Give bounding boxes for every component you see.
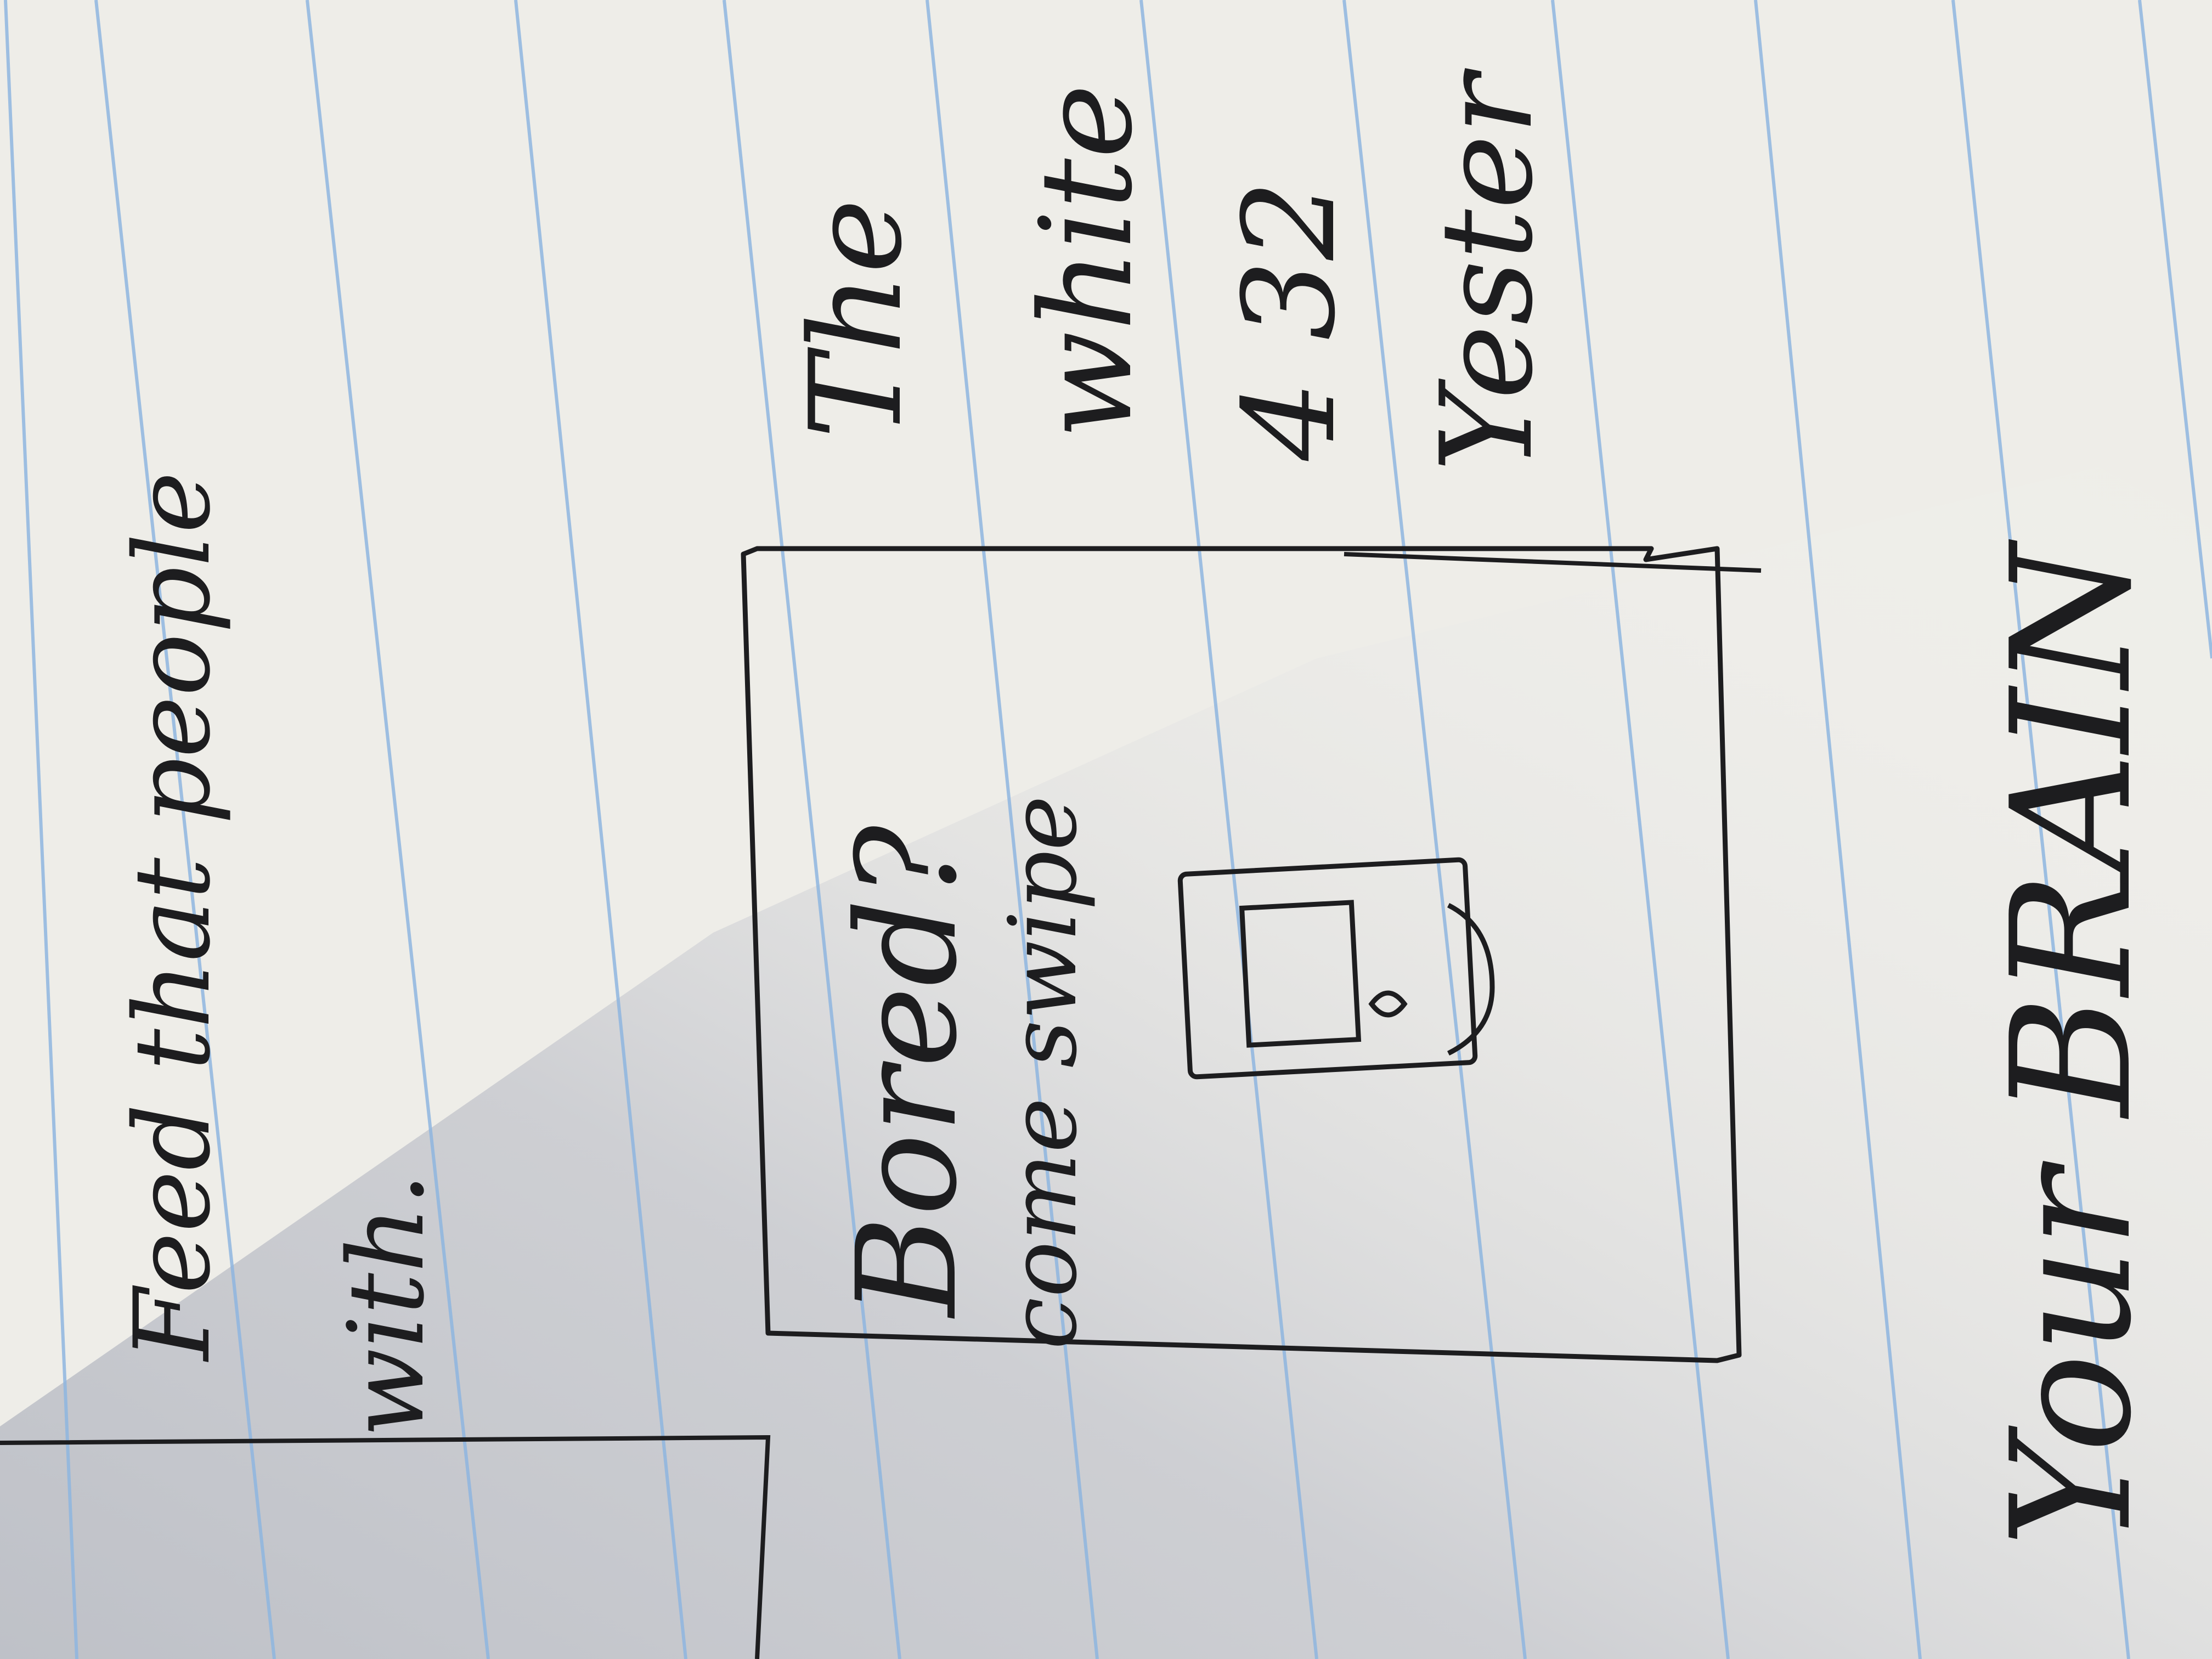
- sketch-card-box: [741, 546, 1742, 1363]
- shadow: [0, 439, 2212, 1659]
- bottom-line: Your BRAIN: [1976, 539, 2168, 1547]
- card-subline: come swipe: [989, 795, 1098, 1350]
- ruled-lines: [4, 0, 2212, 1659]
- sketch-line: [1344, 552, 1762, 573]
- sketch-box-fragment: [0, 1435, 771, 1659]
- right-col-1: The: [783, 199, 930, 439]
- phone-sketch-icon: [1177, 857, 1495, 1080]
- card-heading: Bored?: [827, 824, 987, 1319]
- hw-line-2: with.: [326, 1172, 447, 1437]
- right-col-2: white: [1014, 84, 1160, 439]
- right-col-4: Yester: [1414, 67, 1561, 472]
- handwriting: Feed that people with. Bored? come swipe…: [112, 67, 2168, 1547]
- right-col-3: 4 32: [1217, 180, 1363, 461]
- hw-line-1: Feed that people: [112, 472, 233, 1362]
